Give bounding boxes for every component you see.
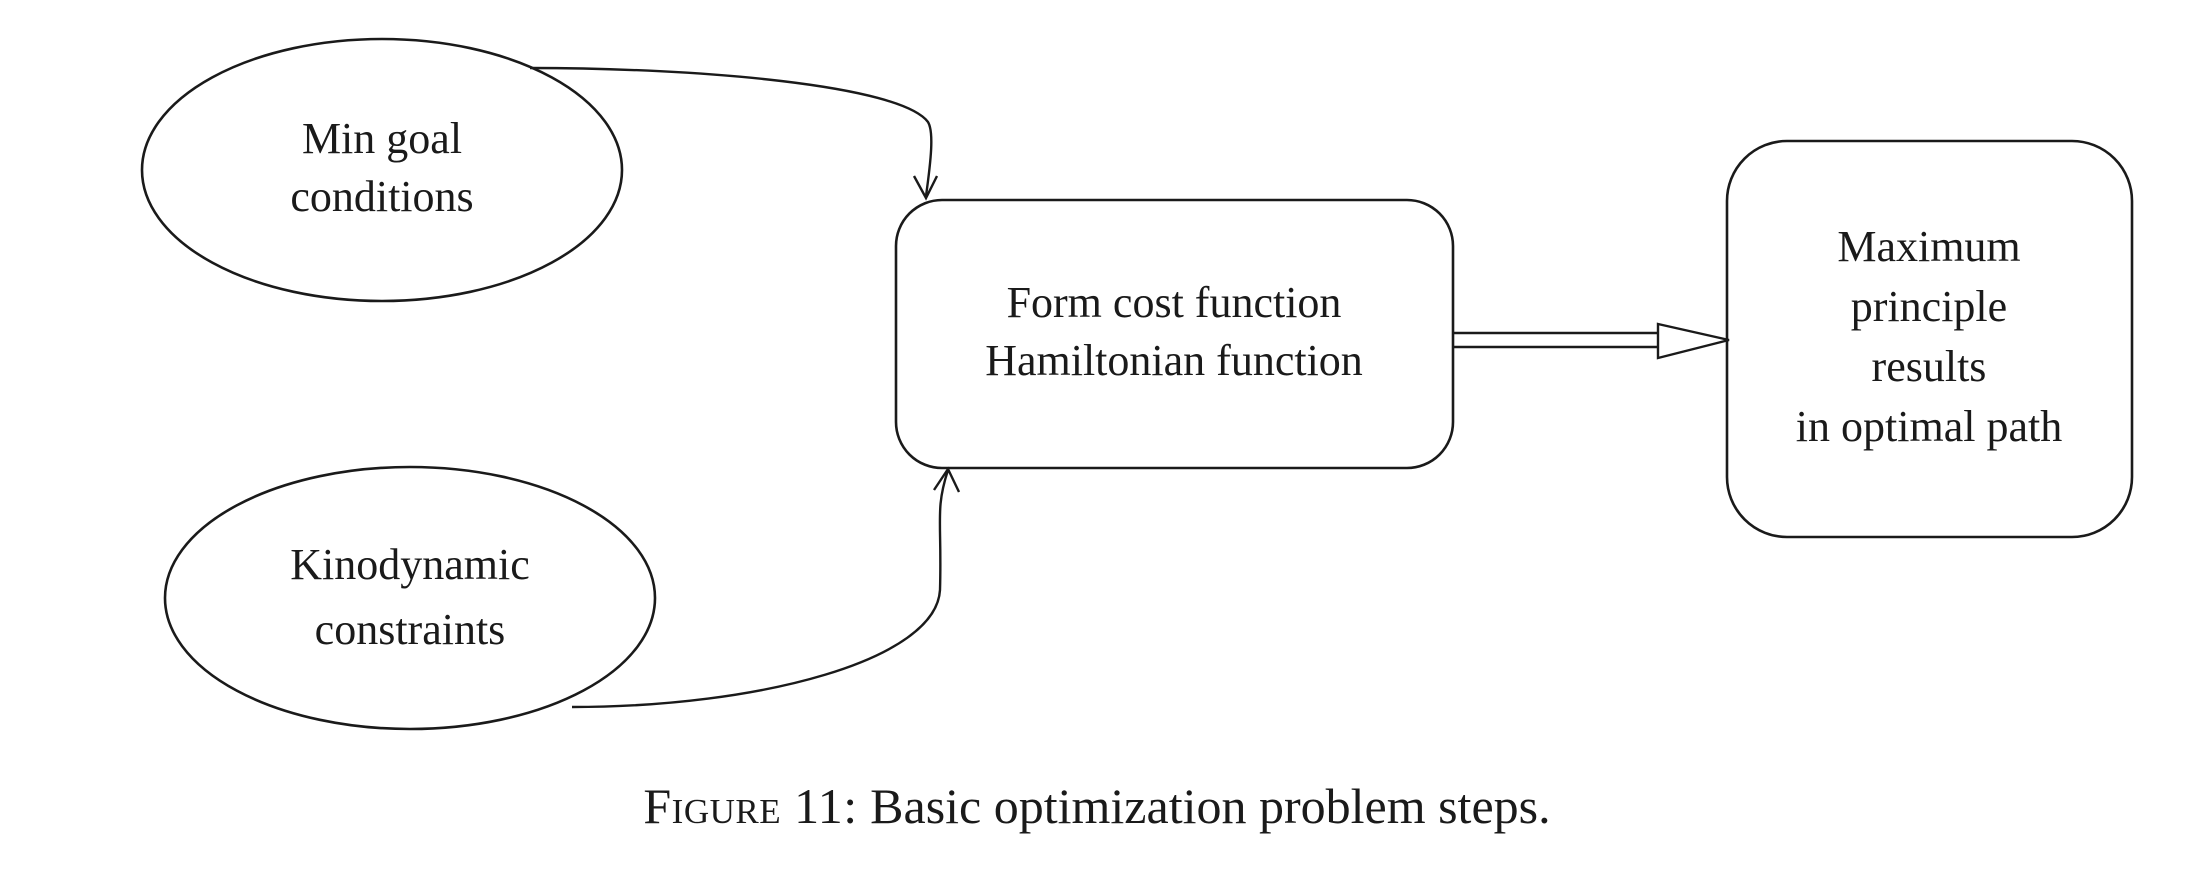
edge-cost-function-to-maximum-principle <box>1453 322 1730 360</box>
edge-double-arrow-head <box>1656 322 1730 360</box>
node-kinodynamic-shape <box>163 465 657 731</box>
node-maximum-principle-label-line-4: in optimal path <box>1796 402 2062 451</box>
figure-caption: Figure 11: Basic optimization problem st… <box>0 776 2194 836</box>
node-maximum-principle-label-line-2: principle <box>1851 282 2007 331</box>
edge-kinodynamic-to-cost-function <box>571 466 961 709</box>
node-cost-function-label-line-1: Form cost function <box>1007 278 1342 327</box>
node-min-goal-label-line-2: conditions <box>290 172 473 221</box>
node-min-goal-label-line-1: Min goal <box>302 114 462 163</box>
node-maximum-principle: Maximum principle results in optimal pat… <box>1725 139 2134 539</box>
node-cost-function-label-line-2: Hamiltonian function <box>985 336 1363 385</box>
edge-min-goal-curve <box>529 66 933 197</box>
node-maximum-principle-label-line-1: Maximum <box>1837 222 2020 271</box>
node-maximum-principle-shape <box>1725 139 2134 539</box>
node-kinodynamic-label-line-2: constraints <box>315 605 506 654</box>
edge-min-goal-to-cost-function <box>529 66 939 201</box>
node-cost-function-shape <box>894 198 1455 470</box>
node-kinodynamic-label-line-1: Kinodynamic <box>290 540 530 589</box>
node-cost-function: Form cost function Hamiltonian function <box>894 198 1455 470</box>
node-min-goal: Min goal conditions <box>140 37 624 303</box>
node-min-goal-shape <box>140 37 624 303</box>
edge-kinodynamic-curve <box>571 469 950 709</box>
edge-kinodynamic-arrowhead <box>933 466 961 493</box>
edge-min-goal-arrowhead <box>912 175 939 201</box>
figure-caption-label: Figure 11: <box>643 778 858 834</box>
node-maximum-principle-label-line-3: results <box>1872 342 1987 391</box>
node-kinodynamic: Kinodynamic constraints <box>163 465 657 731</box>
figure-caption-text: Basic optimization problem steps. <box>857 778 1551 834</box>
